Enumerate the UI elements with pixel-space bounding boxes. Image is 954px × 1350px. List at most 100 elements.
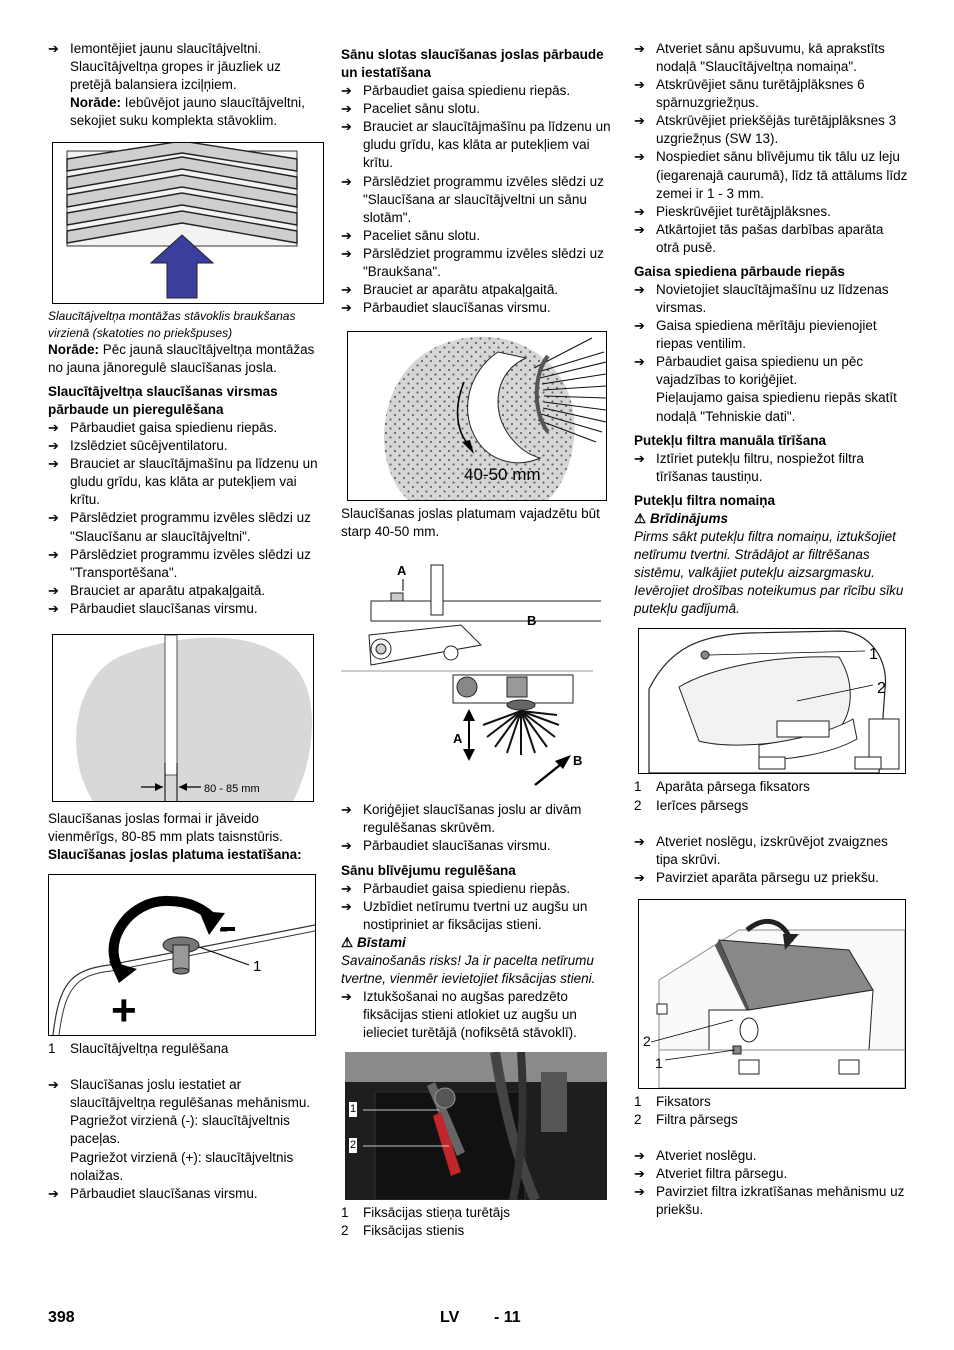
arrow-right-icon: ➔ — [634, 833, 645, 849]
warning-triangle-icon: ⚠ — [341, 934, 354, 950]
callout-1: 1 — [349, 1102, 358, 1118]
arrow-right-icon: ➔ — [48, 420, 59, 436]
bullet-step: ➔Uzbīdiet netīrumu tvertni uz augšu un n… — [341, 898, 588, 932]
arrow-right-icon: ➔ — [341, 989, 352, 1005]
arrow-right-icon: ➔ — [341, 838, 352, 854]
arrow-right-icon: ➔ — [48, 582, 59, 598]
label-a: A — [453, 731, 463, 746]
arrow-right-icon: ➔ — [48, 41, 59, 56]
arrow-right-icon: ➔ — [48, 546, 59, 562]
bullet-step: ➔Iztukšošanai no augšas paredzēto fiksāc… — [341, 989, 577, 1041]
arrow-right-icon: ➔ — [634, 318, 645, 334]
label-a: A — [397, 563, 407, 578]
bullet-step: ➔Brauciet ar aparātu atpakaļgaitā. — [341, 282, 559, 298]
bullet-step: ➔Izslēdziet sūcējventilatoru. — [48, 438, 228, 454]
column-1: ➔Iemontējiet jaunu slaucītājveltni. Slau… — [48, 40, 324, 1203]
bullet-step: ➔Brauciet ar slaucītājmašīnu pa līdzenu … — [341, 119, 611, 171]
warning-text: Pirms sākt putekļu filtra nomaiņu, iztuk… — [634, 529, 904, 617]
arrow-right-icon: ➔ — [634, 1184, 645, 1200]
label-b: B — [573, 753, 582, 768]
bullet-step: ➔Slaucīšanas joslu iestatiet ar slaucītā… — [48, 1077, 311, 1111]
warning-heading: ⚠Bīstami — [341, 934, 613, 952]
arrow-right-icon: ➔ — [634, 149, 645, 165]
arrow-right-icon: ➔ — [48, 510, 59, 526]
section-heading: Gaisa spiediena pārbaude riepās — [634, 263, 845, 279]
bullet-step: ➔Pārbaudiet gaisa spiedienu riepās. — [341, 83, 571, 99]
section-heading: Sānu blīvējumu regulēšana — [341, 862, 516, 878]
arrow-right-icon: ➔ — [341, 802, 352, 818]
bullet-step: ➔Atskrūvējiet sānu turētājplāksnes 6 spā… — [634, 77, 865, 111]
warning-text: Savainošanās risks! Ja ir pacelta netīru… — [341, 952, 596, 987]
arrow-right-icon: ➔ — [341, 173, 352, 189]
plus-label: + — [111, 986, 137, 1035]
section-heading: Sānu slotas slaucīšanas joslas pārbaude … — [341, 47, 604, 81]
bullet-step: ➔Iemontējiet jaunu slaucītājveltni. Slau… — [48, 41, 281, 93]
bullet-step: ➔Pavirziet filtra izkratīšanas mehānismu… — [634, 1184, 905, 1218]
bullet-step: ➔Pārslēdziet programmu izvēles slēdzi uz… — [341, 173, 604, 225]
arrow-right-icon: ➔ — [341, 300, 352, 316]
bullet-step: ➔Pārslēdziet programmu izvēles slēdzi uz… — [48, 510, 311, 544]
section-heading: Putekļu filtra manuāla tīrīšana — [634, 432, 827, 448]
steps-list: ➔Pārbaudiet gaisa spiedienu riepās. ➔Pac… — [341, 82, 613, 317]
minus-label: - — [219, 912, 228, 943]
bullet-step: ➔Pārbaudiet gaisa spiedienu riepās. — [341, 880, 571, 896]
callout-2: 2 — [349, 1138, 358, 1154]
bullet-step: ➔Atveriet sānu apšuvumu, kā aprakstīts n… — [634, 41, 885, 75]
figure-sweep-pattern: 80 - 85 mm — [52, 633, 314, 802]
section-page: - 11 — [494, 1309, 521, 1326]
paragraph: Pagriežot virzienā (-): slaucītājveltnis… — [70, 1113, 290, 1147]
bullet-step: ➔Pārbaudiet slaucīšanas virsmu. — [341, 300, 551, 316]
language-code: LV — [440, 1309, 460, 1326]
section-heading: Putekļu filtra nomaiņa — [634, 492, 776, 508]
bullet-step: ➔Paceliet sānu slotu. — [341, 101, 481, 117]
callout-2: 2 — [877, 680, 886, 697]
arrow-right-icon: ➔ — [634, 1166, 645, 1182]
callout-1: 1 — [655, 1055, 663, 1071]
bullet-step: ➔Iztīriet putekļu filtru, nospiežot filt… — [634, 450, 864, 484]
paragraph: Slaucīšanas joslas formai ir jāveido vie… — [48, 810, 283, 845]
arrow-right-icon: ➔ — [48, 438, 59, 454]
bullet-step: ➔Pārbaudiet slaucīšanas virsmu. — [48, 1185, 258, 1201]
section-heading: Slaucīšanas joslas platuma iestatīšana: — [48, 847, 302, 863]
arrow-right-icon: ➔ — [634, 869, 645, 885]
bullet-step: ➔Atveriet noslēgu, izskrūvējot zvaigznes… — [634, 833, 888, 867]
bullet-step: ➔Brauciet ar slaucītājmašīnu pa līdzenu … — [48, 456, 318, 508]
bullet-step: ➔Nospiediet sānu blīvējumu tik tālu uz l… — [634, 149, 908, 201]
arrow-right-icon: ➔ — [341, 898, 352, 914]
note: Norāde: Iebūvējot jauno slaucītājveltni,… — [70, 95, 305, 129]
arrow-right-icon: ➔ — [634, 113, 645, 129]
arrow-right-icon: ➔ — [634, 450, 645, 466]
figure-brush-adjustment: - + 1 — [48, 874, 316, 1037]
bullet-step: ➔Koriģējiet slaucīšanas joslu ar divām r… — [341, 802, 582, 836]
arrow-right-icon: ➔ — [48, 600, 59, 616]
bullet-step: ➔Pieskrūvējiet turētājplāksnes. — [634, 203, 831, 219]
width-label: 40-50 mm — [464, 465, 541, 484]
arrow-right-icon: ➔ — [341, 245, 352, 261]
bullet-step: ➔Pārbaudiet slaucīšanas virsmu. — [341, 838, 551, 854]
figure-side-brush-pattern: 40-50 mm — [347, 331, 607, 502]
callout-1: 1 — [253, 958, 261, 975]
figure-filter-cover: 2 1 — [638, 898, 906, 1089]
page-number: 398 — [48, 1309, 75, 1326]
arrow-right-icon: ➔ — [341, 101, 352, 117]
column-3: ➔Atveriet sānu apšuvumu, kā aprakstīts n… — [634, 40, 908, 1219]
arrow-right-icon: ➔ — [634, 41, 645, 56]
bullet-step: ➔Pārslēdziet programmu izvēles slēdzi uz… — [341, 245, 604, 279]
bullet-step: ➔Pārbaudiet gaisa spiedienu un pēc vajad… — [634, 354, 864, 388]
bullet-step: ➔Paceliet sānu slotu. — [341, 227, 481, 243]
paragraph: Pieļaujamo gaisa spiedienu riepās skatīt… — [656, 390, 897, 424]
figure-brush-mounting — [52, 142, 324, 305]
arrow-right-icon: ➔ — [48, 456, 59, 472]
note: Norāde: Pēc jaunā slaucītājveltņa montāž… — [48, 341, 315, 375]
figure-machine-cover: 1 2 — [638, 628, 906, 775]
paragraph: Pagriežot virzienā (+): slaucītājveltnis… — [70, 1149, 294, 1183]
arrow-right-icon: ➔ — [341, 227, 352, 243]
callout-1: 1 — [869, 646, 878, 663]
arrow-right-icon: ➔ — [634, 77, 645, 93]
warning-heading: ⚠Brīdinājums — [634, 510, 908, 528]
bullet-step: ➔Pavirziet aparāta pārsegu uz priekšu. — [634, 869, 879, 885]
